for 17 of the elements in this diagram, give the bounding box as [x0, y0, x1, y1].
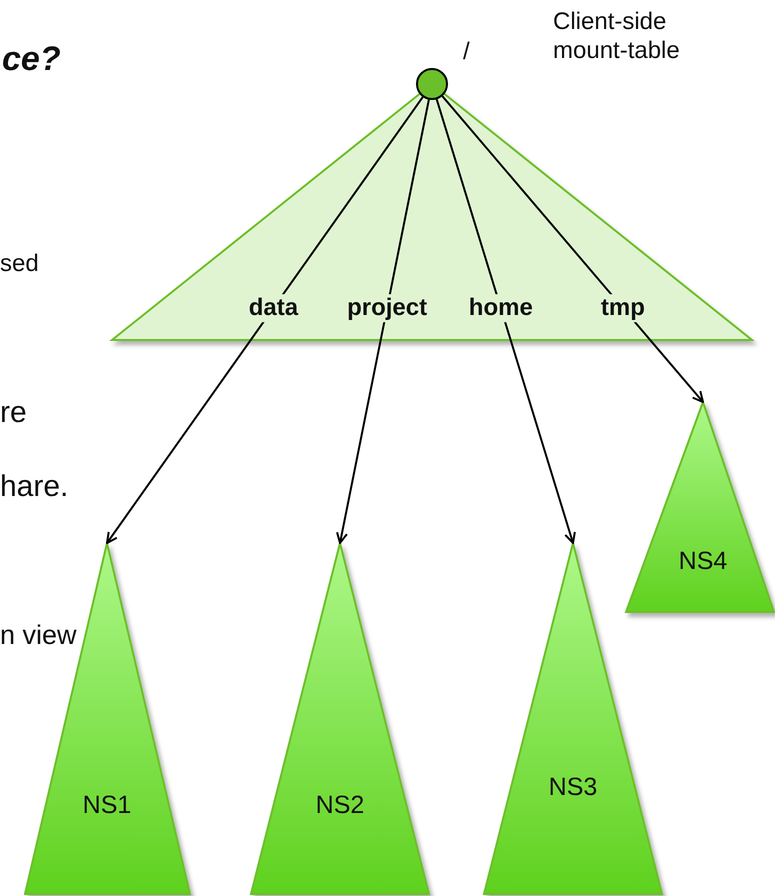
arrow — [436, 99, 576, 544]
namespace-label: NS1 — [82, 791, 132, 820]
arrow — [106, 96, 424, 544]
namespace-label: NS4 — [678, 547, 728, 576]
body-text: re — [0, 396, 27, 430]
body-text: sed — [0, 250, 39, 278]
body-text: n view — [0, 620, 77, 652]
namespace-label: NS2 — [316, 791, 364, 820]
body-text: hare. — [0, 470, 68, 504]
heading-text: ce? — [2, 40, 61, 80]
edge-label: tmp — [598, 294, 647, 322]
caption-text: Client-side mount-table — [553, 8, 681, 66]
namespace-label: NS3 — [548, 773, 598, 802]
arrow — [442, 96, 704, 403]
edge-label: data — [246, 294, 300, 322]
root-path-label: / — [463, 38, 470, 66]
arrow — [336, 100, 430, 544]
